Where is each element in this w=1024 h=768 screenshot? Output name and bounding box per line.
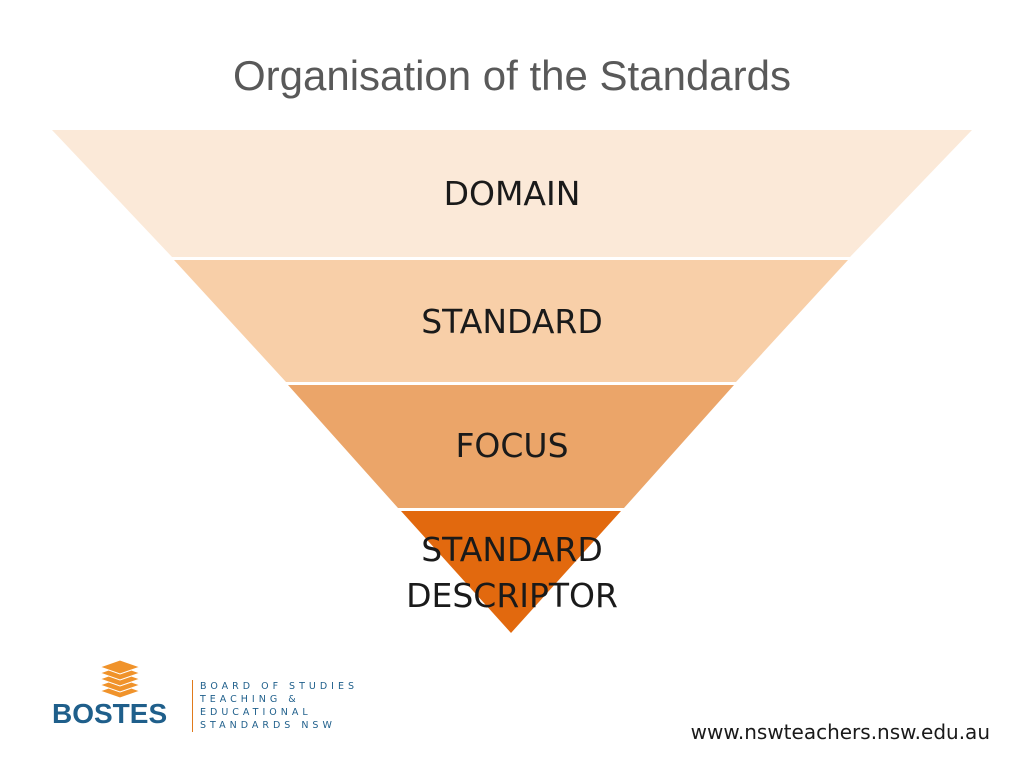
funnel-label-standard-descriptor-line2: DESCRIPTOR: [406, 576, 618, 615]
funnel-label-standard: STANDARD: [421, 302, 603, 341]
logo-tagline-line: STANDARDS NSW: [200, 720, 336, 731]
logo-wordmark: BOSTES: [52, 698, 168, 729]
funnel-label-domain: DOMAIN: [444, 174, 581, 213]
funnel-label-standard-descriptor-line1: STANDARD: [421, 530, 603, 569]
footer-url[interactable]: www.nswteachers.nsw.edu.au: [690, 720, 990, 744]
funnel-layer-focus: [288, 385, 734, 508]
funnel-layer-domain: [52, 130, 972, 257]
logo-tagline-line: BOARD OF STUDIES: [200, 681, 358, 692]
logo-tagline-line: TEACHING &: [200, 694, 300, 705]
logo-tagline-line: EDUCATIONAL: [200, 707, 312, 718]
funnel-label-focus: FOCUS: [455, 426, 568, 465]
logo-tagline: BOARD OF STUDIES TEACHING & EDUCATIONAL …: [200, 680, 358, 732]
logo-divider: [192, 680, 193, 732]
funnel-layer-standard: [174, 260, 848, 382]
bostes-logo: BOSTES BOARD OF STUDIES TEACHING & EDUCA…: [52, 660, 354, 740]
funnel-layer-standard-descriptor: [401, 511, 621, 633]
layered-pages-icon: [98, 660, 142, 699]
slide-title: Organisation of the Standards: [232, 52, 792, 99]
